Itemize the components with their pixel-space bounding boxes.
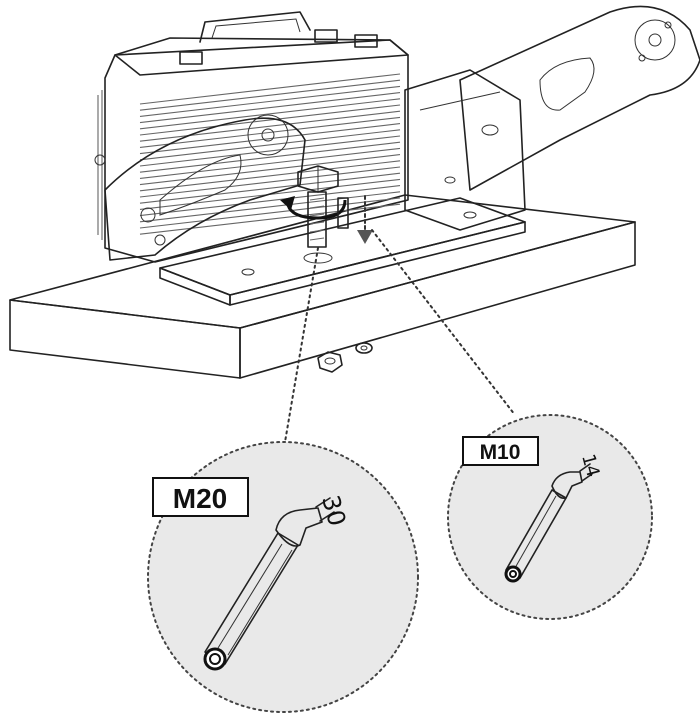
heatsink-fin: [139, 116, 401, 148]
loose-nuts: [317, 342, 373, 373]
heatsink-fin: [139, 104, 401, 136]
heatsink-fin: [139, 79, 401, 111]
heatsink-fin: [139, 191, 401, 223]
heatsink-fins: [139, 73, 401, 235]
luminaire-housing: [94, 11, 409, 263]
rotation-arrow-icon: [280, 196, 347, 220]
mounting-beam: [9, 194, 636, 379]
bracket-frame: [159, 197, 526, 306]
heatsink-fin: [139, 98, 401, 130]
heatsink-fin: [139, 166, 401, 198]
detail-circle-m20: M20 30: [147, 441, 419, 713]
wrench-icon-14: [504, 463, 593, 583]
heatsink-fin: [139, 154, 401, 186]
heatsink-fin: [139, 203, 401, 235]
bolt-size-label: M10: [480, 441, 521, 464]
bracket-arm-left: [104, 114, 306, 261]
bracket-arm-right: [459, 5, 700, 191]
bolt-size-label: M20: [173, 483, 227, 514]
bracket-plate-right: [404, 69, 526, 231]
heatsink-fin: [139, 135, 401, 167]
leader-lines: [284, 229, 516, 443]
heatsink-fin: [139, 110, 401, 142]
down-arrow-icon: [357, 230, 373, 244]
heatsink-fin: [139, 160, 401, 192]
wrench-icon-30: [203, 497, 335, 671]
heatsink-fin: [139, 123, 401, 155]
heatsink-fin: [139, 185, 401, 217]
detail-circle-m10: M10 14: [447, 414, 653, 620]
heatsink-fin: [139, 129, 401, 161]
small-bolt: [337, 195, 366, 233]
bolt-size-label-box: [152, 477, 249, 517]
heatsink-fin: [139, 85, 401, 117]
heatsink-fin: [139, 172, 401, 204]
center-bolt: [297, 165, 339, 248]
heatsink-fin: [139, 141, 401, 173]
heatsink-fin: [139, 197, 401, 229]
bolt-size-label-box: [462, 436, 539, 466]
heatsink-fin: [139, 92, 401, 124]
heatsink-fin: [139, 147, 401, 179]
heatsink-fin: [139, 73, 401, 105]
